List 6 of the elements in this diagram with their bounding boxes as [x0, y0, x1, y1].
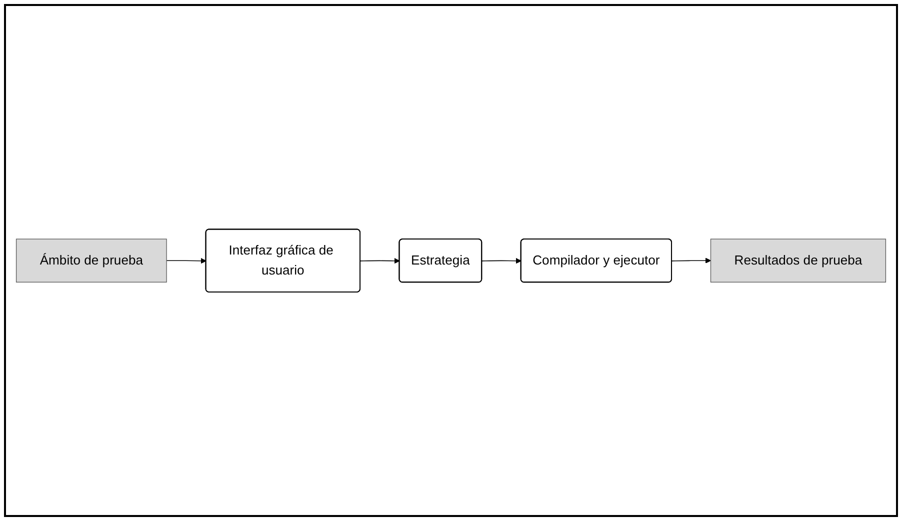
arrow	[360, 258, 400, 264]
node-box: Ámbito de prueba	[16, 238, 167, 282]
arrow	[671, 258, 711, 264]
arrow	[166, 258, 206, 264]
node-box: Resultados de prueba	[710, 238, 886, 282]
arrow	[482, 258, 522, 264]
